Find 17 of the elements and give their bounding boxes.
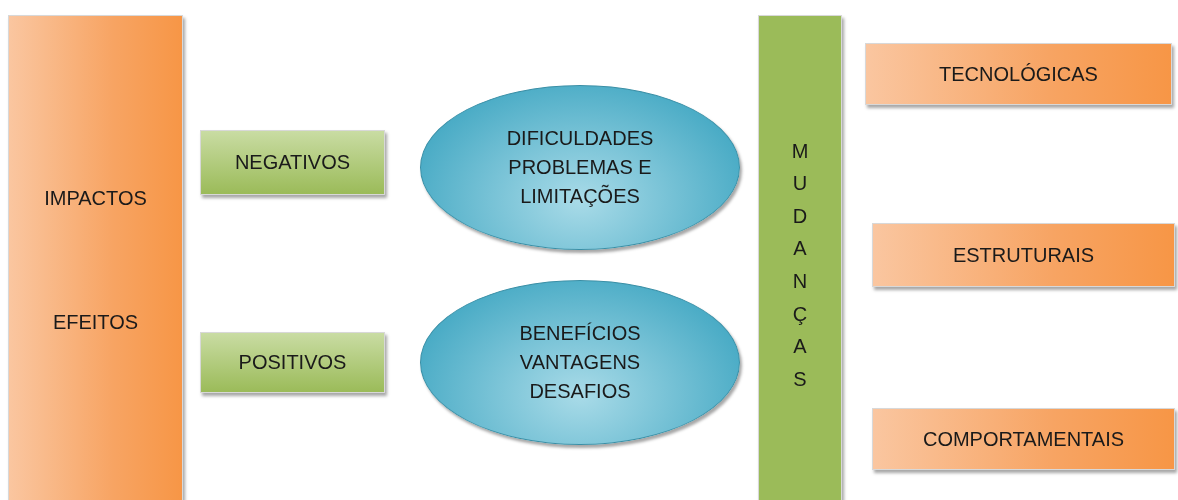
node-text: IMPACTOS [44,185,147,211]
label-box [872,408,1175,470]
node-text: ESTRUTURAIS [952,242,1095,268]
node-text: COMPORTAMENTAIS [922,426,1125,452]
label-box [8,15,183,500]
node-text: MUDANÇAS [790,138,810,392]
label-box [872,223,1175,287]
label-box [865,43,1172,105]
label-box [200,130,385,195]
node-text: DIFICULDADES PROBLEMAS E LIMITAÇÕES [505,126,655,209]
node-text: BENEFÍCIOS VANTAGENS DESAFIOS [518,321,642,404]
vertical-bar [758,15,842,500]
node-text: NEGATIVOS [234,150,351,175]
node-text: EFEITOS [52,309,139,335]
label-box [200,332,385,393]
node-text: TECNOLÓGICAS [939,61,1098,87]
node-text: POSITIVOS [238,350,347,375]
